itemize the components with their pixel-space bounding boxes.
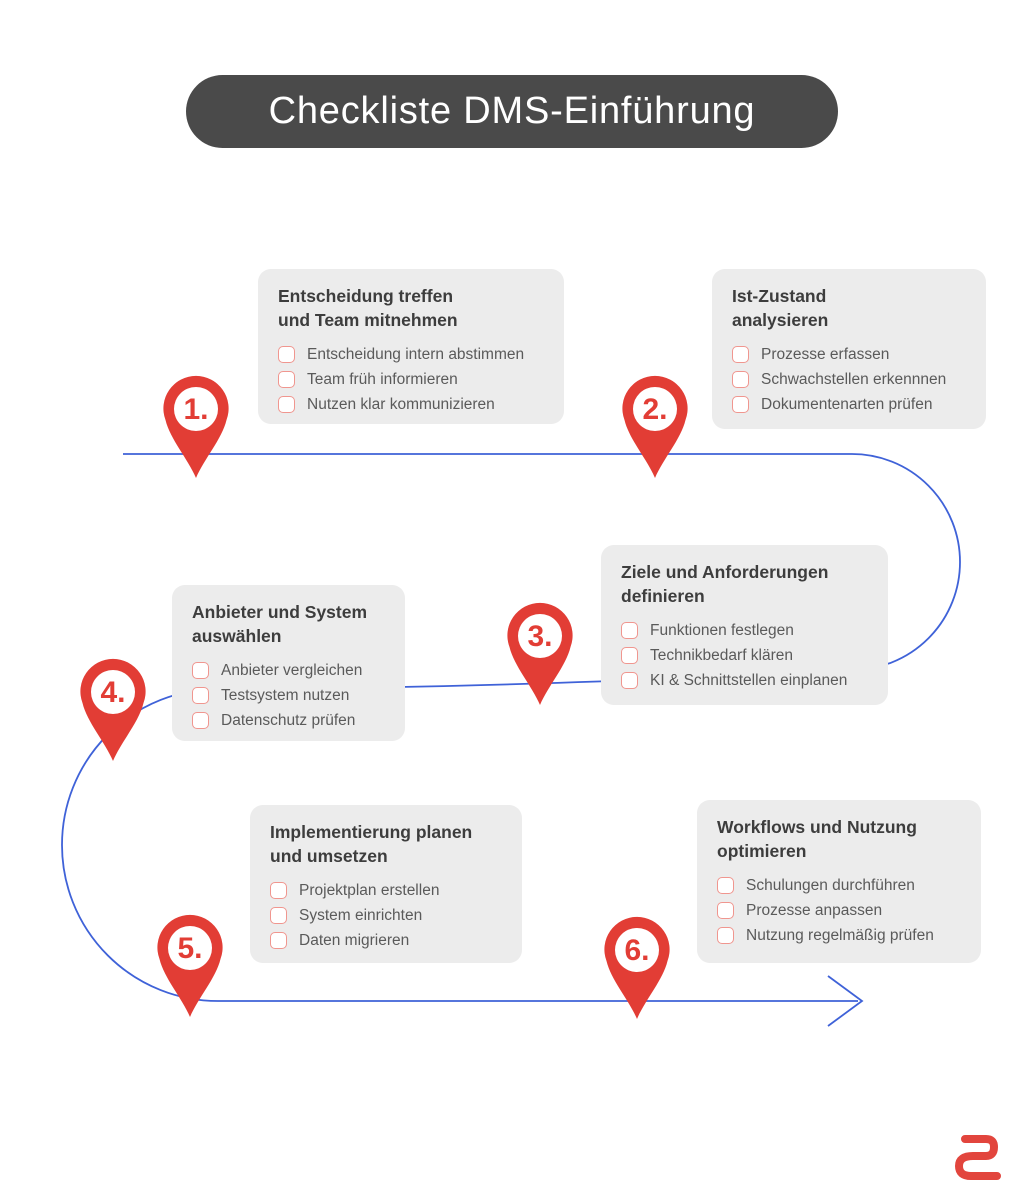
checkbox-icon[interactable]: [278, 370, 295, 388]
checklist-item-label: Funktionen festlegen: [650, 621, 794, 639]
checklist-item: Datenschutz prüfen: [192, 712, 385, 729]
checklist-item: Anbieter vergleichen: [192, 662, 385, 679]
checklist-item-label: Daten migrieren: [299, 931, 410, 949]
checklist-item-label: Anbieter vergleichen: [221, 661, 363, 679]
page-title: Checkliste DMS-Einführung: [268, 90, 756, 132]
checklist-box-step-5: Implementierung planen und umsetzen Proj…: [250, 805, 522, 963]
checklist-item: Technikbedarf klären: [621, 647, 868, 664]
checklist-item: KI & Schnittstellen einplanen: [621, 672, 868, 689]
checklist-item-label: Schwachstellen erkennnen: [761, 370, 947, 388]
checklist-item-label: Nutzung regelmäßig prüfen: [746, 926, 934, 944]
checkbox-icon[interactable]: [270, 931, 287, 949]
checklist-box-step-1: Entscheidung treffen und Team mitnehmen …: [258, 269, 564, 424]
map-pin-icon-step-2: 2.: [622, 375, 688, 478]
checkbox-icon[interactable]: [732, 370, 749, 388]
checkbox-icon[interactable]: [717, 926, 734, 944]
step-number: 5.: [177, 932, 202, 965]
box-title: Ziele und Anforderungen definieren: [621, 562, 829, 606]
checklist-item: Prozesse anpassen: [717, 902, 961, 919]
checklist-box-step-6: Workflows und Nutzung optimieren Schulun…: [697, 800, 981, 963]
brand-a-logo-icon: [955, 1135, 1001, 1180]
checkbox-icon[interactable]: [732, 345, 749, 363]
box-title: Anbieter und System auswählen: [192, 602, 368, 646]
checklist-item: Schulungen durchführen: [717, 877, 961, 894]
map-pin-icon-step-3: 3.: [507, 602, 573, 705]
checklist-item-label: Prozesse anpassen: [746, 901, 883, 919]
checklist-box-step-2: Ist-Zustand analysieren Prozesse erfasse…: [712, 269, 986, 429]
checklist-item-label: Technikbedarf klären: [650, 646, 794, 664]
checklist-item-label: System einrichten: [299, 906, 423, 924]
checkbox-icon[interactable]: [717, 901, 734, 919]
step-number: 4.: [100, 676, 125, 709]
checklist-item-label: Schulungen durchführen: [746, 876, 915, 894]
checkbox-icon[interactable]: [621, 671, 638, 689]
step-number: 6.: [624, 934, 649, 967]
checkbox-icon[interactable]: [192, 661, 209, 679]
checkbox-icon[interactable]: [278, 345, 295, 363]
checklist-item: Entscheidung intern abstimmen: [278, 346, 544, 363]
checkbox-icon[interactable]: [192, 686, 209, 704]
arrowhead-icon: [827, 975, 864, 1027]
checklist-item-label: Entscheidung intern abstimmen: [307, 345, 525, 363]
checkbox-icon[interactable]: [621, 646, 638, 664]
checklist-box-step-3: Ziele und Anforderungen definieren Funkt…: [601, 545, 888, 705]
step-number: 3.: [527, 620, 552, 653]
checkbox-icon[interactable]: [270, 881, 287, 899]
checklist-item-label: Nutzen klar kommunizieren: [307, 395, 495, 413]
checklist-item-label: Projektplan erstellen: [299, 881, 440, 899]
checklist-item-label: Testsystem nutzen: [221, 686, 350, 704]
checklist-box-step-4: Anbieter und System auswählen Anbieter v…: [172, 585, 405, 741]
page-title-banner: Checkliste DMS-Einführung: [186, 75, 838, 148]
checklist-item: System einrichten: [270, 907, 502, 924]
checkbox-icon[interactable]: [278, 395, 295, 413]
checklist-item-label: Dokumentenarten prüfen: [761, 395, 933, 413]
checklist-item: Daten migrieren: [270, 932, 502, 949]
checkbox-icon[interactable]: [621, 621, 638, 639]
box-title: Entscheidung treffen und Team mitnehmen: [278, 286, 458, 330]
box-title: Implementierung planen und umsetzen: [270, 822, 473, 866]
checkbox-icon[interactable]: [270, 906, 287, 924]
box-title: Workflows und Nutzung optimieren: [717, 817, 917, 861]
checklist-item: Prozesse erfassen: [732, 346, 966, 363]
checklist-item: Funktionen festlegen: [621, 622, 868, 639]
checklist-item: Schwachstellen erkennnen: [732, 371, 966, 388]
step-number: 1.: [183, 393, 208, 426]
box-title: Ist-Zustand analysieren: [732, 286, 829, 330]
map-pin-icon-step-6: 6.: [604, 916, 670, 1019]
checklist-item: Nutzung regelmäßig prüfen: [717, 927, 961, 944]
step-number: 2.: [642, 393, 667, 426]
checklist-item: Testsystem nutzen: [192, 687, 385, 704]
checklist-item: Projektplan erstellen: [270, 882, 502, 899]
checklist-item: Nutzen klar kommunizieren: [278, 396, 544, 413]
map-pin-icon-step-4: 4.: [80, 658, 146, 761]
checklist-item-label: KI & Schnittstellen einplanen: [650, 671, 848, 689]
checklist-item: Dokumentenarten prüfen: [732, 396, 966, 413]
checkbox-icon[interactable]: [192, 711, 209, 729]
map-pin-icon-step-1: 1.: [163, 375, 229, 478]
checklist-item: Team früh informieren: [278, 371, 544, 388]
checklist-item-label: Team früh informieren: [307, 370, 458, 388]
map-pin-icon-step-5: 5.: [157, 914, 223, 1017]
checkbox-icon[interactable]: [732, 395, 749, 413]
checkbox-icon[interactable]: [717, 876, 734, 894]
checklist-item-label: Datenschutz prüfen: [221, 711, 356, 729]
checklist-item-label: Prozesse erfassen: [761, 345, 890, 363]
